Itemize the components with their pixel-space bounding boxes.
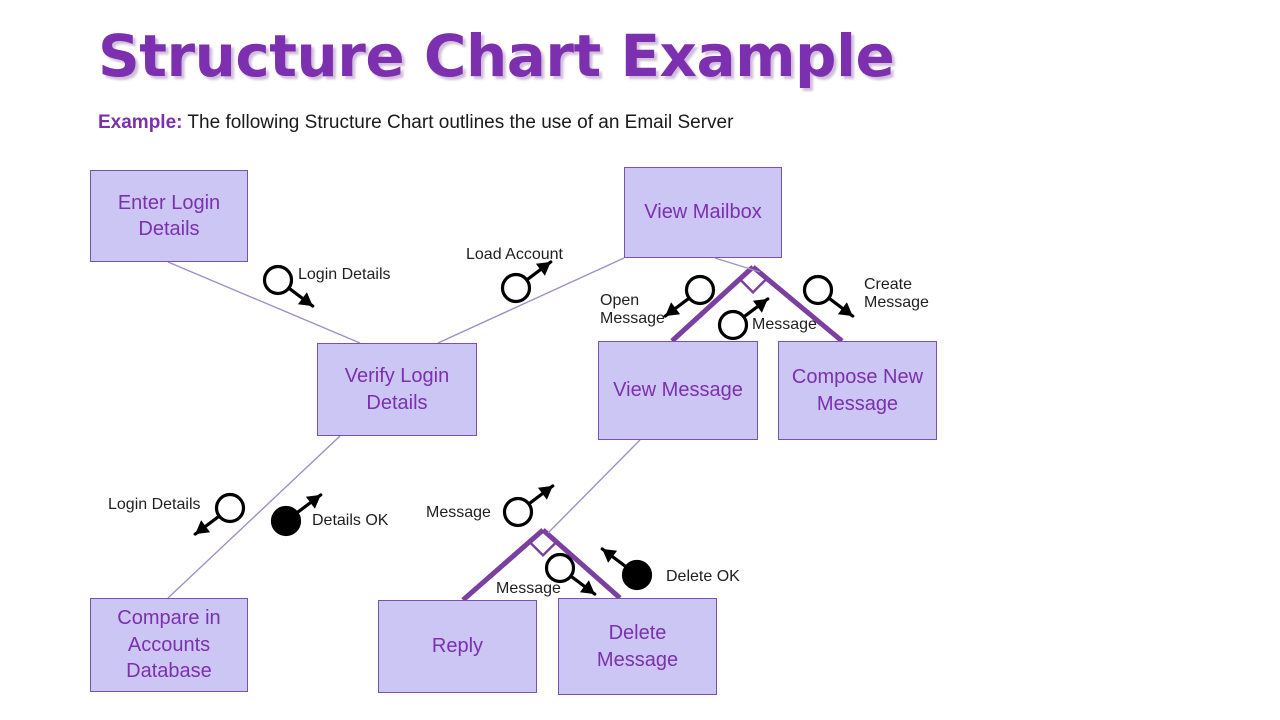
couple-label-message-to-parent: Message: [426, 504, 491, 521]
connector-view-message-to-delete: [541, 528, 622, 600]
couple-label-delete-ok: Delete OK: [666, 568, 740, 585]
module-box-verify-login-details[interactable]: Verify Login Details: [317, 343, 477, 436]
connector-enter-login-to-verify: [167, 261, 361, 344]
connector-view-mailbox-to-compose: [751, 265, 844, 343]
couple-label-details-ok: Details OK: [312, 512, 389, 529]
data-couple-circle-icon: [502, 496, 534, 528]
module-box-delete-message[interactable]: Delete Message: [558, 598, 717, 695]
couple-message-to-parent-data: [502, 484, 555, 528]
module-box-view-message[interactable]: View Message: [598, 341, 758, 440]
couple-arrow-head: [305, 494, 321, 509]
couple-login-details-return-data: [193, 492, 246, 536]
couple-arrow-head: [837, 302, 853, 317]
couple-create-message-data: [802, 274, 855, 318]
page-title: Structure Chart Example: [98, 22, 895, 90]
couple-delete-ok-control: [600, 547, 653, 591]
subtitle-lead: Example:: [98, 112, 183, 133]
module-box-compose-new-message[interactable]: Compose New Message: [778, 341, 937, 440]
data-couple-circle-icon: [214, 492, 246, 524]
couple-label-open-message: Open Message: [600, 292, 665, 328]
control-couple-circle-icon: [270, 505, 302, 537]
connector-view-mailbox-to-view-message: [670, 265, 755, 343]
couple-label-login-details-return: Login Details: [108, 496, 201, 513]
couple-arrow-head: [297, 292, 313, 307]
couple-arrow-head: [665, 302, 681, 317]
module-box-reply[interactable]: Reply: [378, 600, 537, 693]
couple-label-load-account: Load Account: [466, 246, 563, 263]
couple-label-login-details-down: Login Details: [298, 266, 391, 283]
connector-apex-notch: [739, 278, 767, 295]
couple-details-ok-control: [270, 493, 323, 537]
data-couple-circle-icon: [262, 264, 294, 296]
connector-view-mailbox-to-verify: [437, 257, 625, 344]
connector-layer: [167, 257, 844, 602]
connector-view-message-down-thin: [547, 439, 641, 534]
couple-open-message-data: [663, 274, 716, 318]
module-box-view-mailbox[interactable]: View Mailbox: [624, 167, 782, 258]
couple-arrow-head: [602, 548, 618, 563]
connector-verify-to-compare: [167, 435, 341, 599]
data-couple-circle-icon: [500, 272, 532, 304]
couple-label-message-up: Message: [752, 316, 817, 333]
data-couple-circle-icon: [544, 552, 576, 584]
data-couple-circle-icon: [802, 274, 834, 306]
couple-arrow-head: [535, 261, 551, 276]
module-box-compare-in-accounts-database[interactable]: Compare in Accounts Database: [90, 598, 248, 692]
data-couple-circle-icon: [717, 309, 749, 341]
couple-arrow-head: [195, 520, 211, 535]
couple-load-account-data: [500, 260, 553, 304]
data-couple-circle-icon: [684, 274, 716, 306]
couple-arrow-head: [752, 298, 768, 313]
couple-arrow-head: [579, 580, 595, 595]
subtitle: Example: The following Structure Chart o…: [98, 112, 733, 134]
connector-view-message-to-reply: [461, 528, 545, 602]
subtitle-rest: The following Structure Chart outlines t…: [182, 112, 734, 133]
couple-arrow-head: [537, 485, 553, 500]
connector-view-mailbox-apex-thin: [714, 257, 761, 273]
module-box-enter-login-details[interactable]: Enter Login Details: [90, 170, 248, 262]
couple-label-create-message: Create Message: [864, 276, 929, 312]
couple-message-to-child-data: [544, 552, 597, 596]
couple-login-details-down-data: [262, 264, 315, 308]
connector-apex-notch: [529, 541, 557, 558]
control-couple-circle-icon: [621, 559, 653, 591]
couple-message-up-data: [717, 297, 770, 341]
couple-layer: [193, 260, 855, 596]
couple-label-message-to-child: Message: [496, 580, 561, 597]
